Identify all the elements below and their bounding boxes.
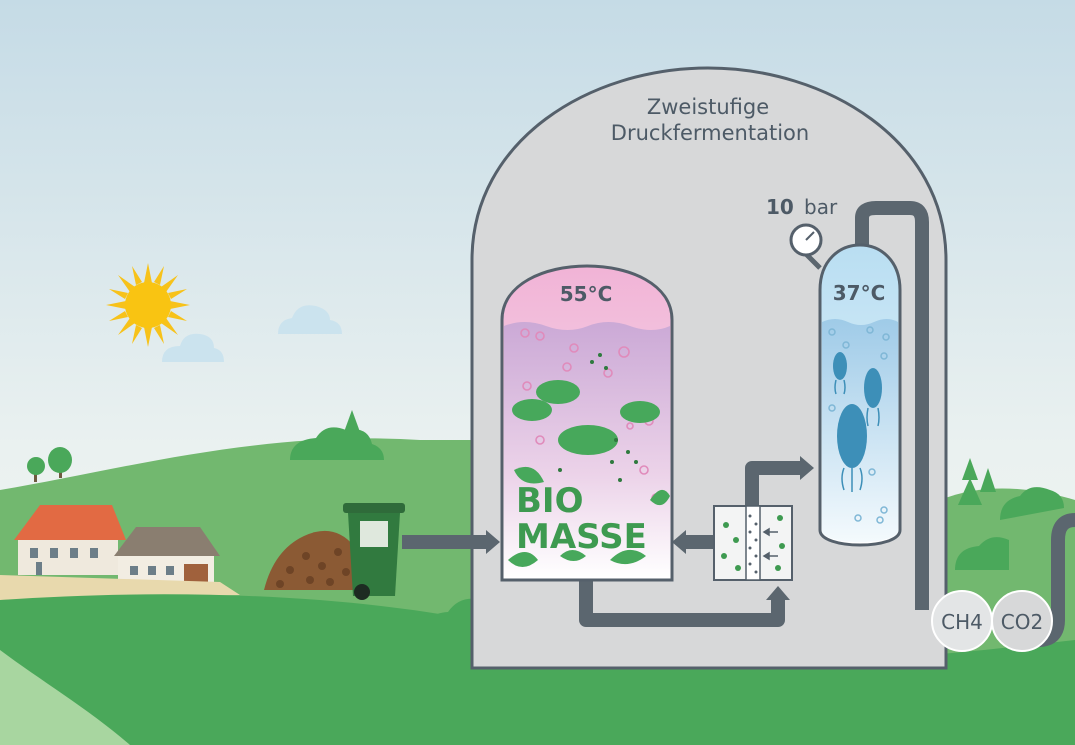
pressure-unit: bar bbox=[804, 195, 838, 219]
pressure-value: 10 bbox=[766, 195, 794, 219]
house-icon bbox=[14, 505, 126, 575]
co2-bubble bbox=[991, 590, 1053, 652]
microbe-icon bbox=[833, 352, 882, 492]
gas-output: CH4 CO2 bbox=[931, 590, 1053, 652]
gas-co2: CO2 bbox=[1001, 610, 1043, 634]
green-bin-icon bbox=[343, 503, 405, 600]
biomass-line1: BIO bbox=[516, 481, 583, 521]
hydrolysis-temp: 55°C bbox=[560, 282, 613, 306]
compost-heap-icon bbox=[264, 530, 362, 590]
methane-bubbles bbox=[828, 326, 890, 524]
leaves bbox=[508, 466, 670, 567]
bacteria-icon bbox=[512, 353, 660, 482]
methane-temp: 37°C bbox=[833, 281, 886, 305]
barn-icon bbox=[114, 527, 220, 588]
title-line1: Zweistufige bbox=[647, 95, 769, 119]
gas-ch4: CH4 bbox=[941, 610, 983, 634]
cloud-icon bbox=[162, 305, 342, 362]
pressure-gauge-icon bbox=[789, 223, 823, 270]
meadow-path bbox=[0, 650, 130, 745]
sun-icon bbox=[106, 263, 190, 347]
title-line2: Druckfermentation bbox=[611, 121, 809, 145]
tree-icon bbox=[27, 410, 996, 505]
biomass-line2: MASSE bbox=[516, 517, 647, 557]
filter-icon bbox=[713, 505, 793, 581]
front-meadow bbox=[0, 594, 1075, 745]
pipes bbox=[402, 201, 1075, 647]
flow-arrows bbox=[486, 456, 814, 600]
yard bbox=[0, 575, 240, 600]
